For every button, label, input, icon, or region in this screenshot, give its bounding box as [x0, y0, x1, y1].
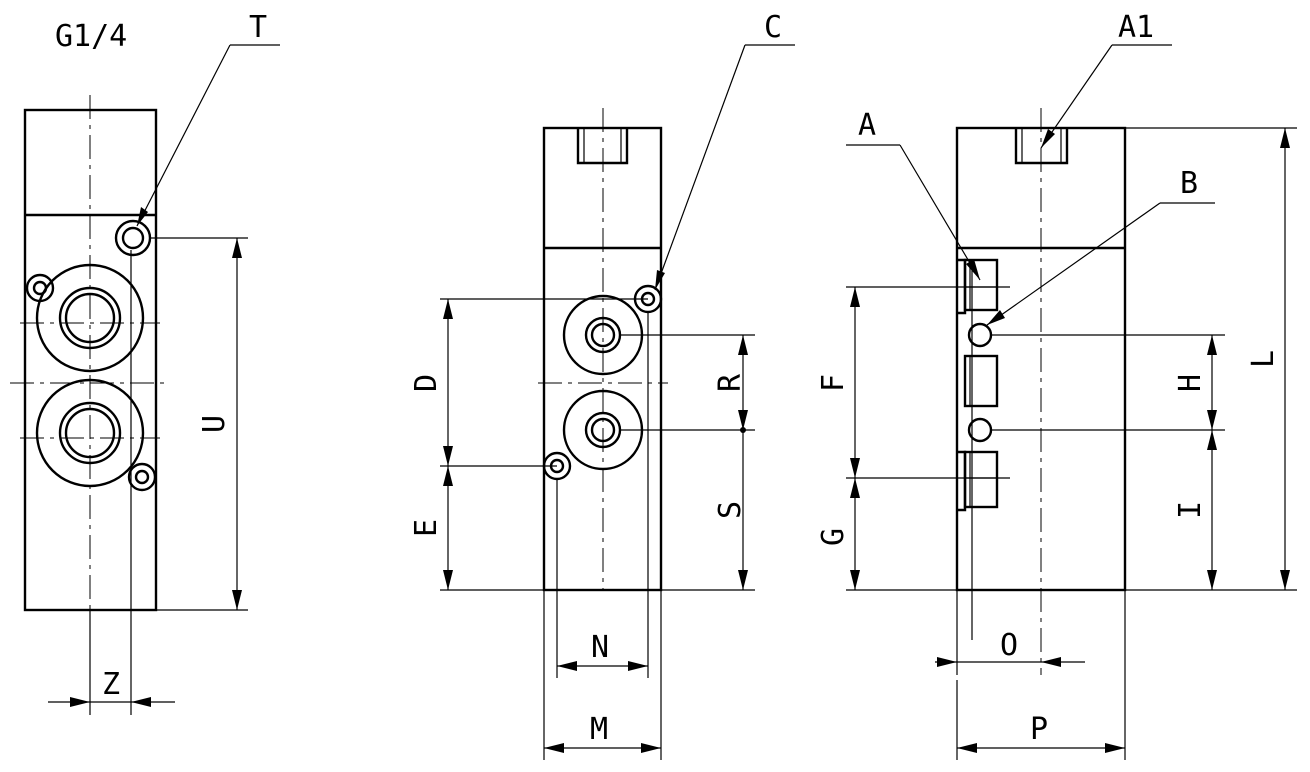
left-view: G1/4 [10, 10, 280, 715]
leader-t-arrow [137, 207, 148, 226]
leader-a1 [1040, 44, 1113, 149]
label-m: M [590, 712, 608, 747]
label-b: B [1180, 166, 1198, 201]
label-h: H [1173, 374, 1208, 392]
label-l: L [1246, 350, 1281, 368]
label-i: I [1173, 501, 1208, 519]
right-fitting-middle [963, 354, 999, 408]
leader-c [654, 44, 746, 291]
label-c: C [764, 10, 782, 45]
label-s: S [713, 501, 748, 519]
left-port-upper [35, 263, 145, 373]
label-r: R [713, 373, 748, 392]
label-t: T [249, 10, 267, 45]
leader-t [136, 44, 231, 227]
leader-a [899, 144, 981, 281]
right-view: A1 A B F G H I [816, 10, 1297, 760]
left-mounting-hole-1 [25, 273, 55, 303]
label-g: G [816, 528, 851, 546]
middle-view: C D E R S N [409, 10, 795, 760]
dim-u-arrow-top [232, 238, 242, 258]
right-fitting-lower [957, 450, 999, 512]
dim-u-arrow-bottom [232, 590, 242, 610]
label-e: E [409, 519, 444, 537]
label-a: A [858, 108, 876, 143]
label-p: P [1030, 712, 1048, 747]
label-o: O [1000, 628, 1018, 663]
left-port-t [114, 219, 152, 257]
dim-z-arrow-left [70, 697, 90, 707]
label-a1: A1 [1118, 10, 1154, 45]
leader-b [986, 202, 1161, 326]
left-mounting-hole-2 [127, 462, 157, 492]
label-z: Z [102, 667, 120, 702]
label-n: N [591, 630, 609, 665]
left-port-lower [35, 378, 145, 488]
label-d: D [409, 374, 444, 392]
thread-note: G1/4 [55, 19, 127, 54]
dim-z-arrow-right [131, 697, 151, 707]
label-f: F [816, 374, 851, 392]
leader-c-arrow [655, 270, 665, 290]
label-u: U [197, 415, 232, 433]
